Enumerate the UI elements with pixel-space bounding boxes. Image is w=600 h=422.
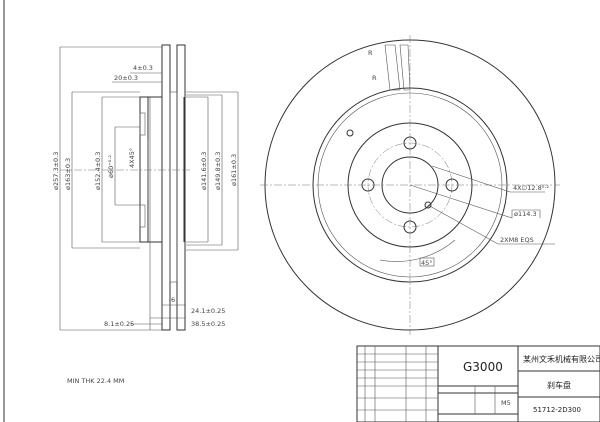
dim-hat-outer: ø163±0.3: [64, 158, 72, 190]
holes-callout: 4X∅12.8⁰·²: [513, 184, 549, 192]
m8-thread-hole: [424, 201, 432, 209]
hat-wall: [139, 96, 149, 243]
section-view: ø257.3±0.3 ø163±0.3 ø152.4±0.3 ø60⁺⁰·² 4…: [52, 44, 239, 385]
part-name: 刹车盘: [547, 380, 571, 390]
section-mark: R: [368, 49, 373, 57]
dim-outer-diameter: ø257.3±0.3: [52, 152, 60, 190]
scale: M5: [501, 399, 511, 407]
part-number: 51712-2D300: [533, 406, 581, 414]
dim-24-1: 24.1±0.25: [191, 307, 225, 315]
rotor-plate-inner: [161, 44, 171, 331]
section-mark: R: [372, 74, 377, 82]
thread-callout: 2XM8 EQS: [500, 236, 534, 244]
hat-outline: [139, 92, 163, 247]
angle-callout: 45°: [421, 259, 433, 267]
dim-hat-inner: ø152.4±0.3: [94, 152, 102, 190]
dim-chamfer: 4X45°: [128, 148, 136, 168]
min-thickness-note: MIN THK 22.4 MM: [67, 377, 124, 385]
front-view: R R 4X∅12.8⁰·² ø114.3 2XM8 EQS 45°: [260, 35, 560, 335]
pcd-callout: ø114.3: [514, 210, 537, 218]
dim-161: ø161±0.3: [230, 154, 238, 186]
model-number: G3000: [463, 360, 503, 374]
dim-thk-20: 20±0.3: [114, 74, 138, 82]
dim-center-bore: ø60⁺⁰·²: [107, 155, 115, 178]
dim-141-6: ø141.6±0.3: [200, 152, 208, 190]
m8-thread-hole: [346, 129, 354, 137]
dim-38-5: 38.5±0.25: [191, 320, 225, 328]
dim-vane: 6: [171, 296, 175, 304]
dim-149-8: ø149.8±0.3: [214, 152, 222, 190]
dim-thk-4: 4±0.3: [133, 64, 153, 72]
title-block: G3000 某州文禾机械有限公司 刹车盘 51712-2D300 M5: [356, 345, 600, 422]
section-cut-detail: [384, 44, 401, 91]
company-name: 某州文禾机械有限公司: [523, 354, 600, 364]
dim-8-1: 8.1±0.25: [104, 320, 134, 328]
